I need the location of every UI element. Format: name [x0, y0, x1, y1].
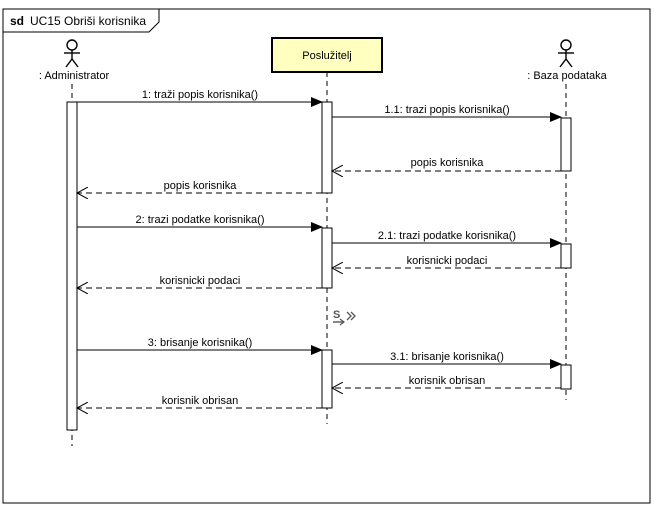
- message-label-4: popis korisnika: [164, 180, 238, 192]
- state-invariant-icon: S: [333, 309, 356, 326]
- message-label-6: 2.1: trazi podatke korisnika(): [378, 230, 516, 242]
- frame-title: UC15 Obriši korisnika: [30, 14, 146, 28]
- server-label: Poslužitelj: [302, 50, 352, 62]
- database-label: : Baza podataka: [527, 70, 607, 82]
- message-label-5: 2: trazi podatke korisnika(): [136, 214, 265, 226]
- database-activation-2: [560, 243, 572, 269]
- state-marker-label: S: [333, 309, 340, 321]
- message-label-8: korisnicki podaci: [160, 275, 241, 287]
- administrator-label: : Administrator: [39, 70, 110, 82]
- message-label-7: korisnicki podaci: [407, 255, 488, 267]
- sd-frame-tab: [3, 9, 160, 33]
- sd-frame: [2, 8, 651, 504]
- frame-keyword: sd: [10, 14, 24, 28]
- message-label-2: 1.1: trazi popis korisnika(): [384, 104, 509, 116]
- server-activation-3: [321, 349, 333, 409]
- database-activation-1: [560, 117, 572, 172]
- database-activation-3: [560, 364, 572, 390]
- message-label-1: 1: traži popis korisnika(): [142, 89, 258, 101]
- message-label-10: 3.1: brisanje korisnika(): [390, 351, 504, 363]
- administrator-actor-icon: [64, 39, 80, 68]
- message-label-3: popis korisnika: [411, 157, 485, 169]
- message-label-9: 3: brisanje korisnika(): [148, 337, 253, 349]
- database-actor-icon: [558, 39, 574, 68]
- server-activation-2: [321, 227, 333, 289]
- server-activation-1: [321, 101, 333, 194]
- administrator-activation: [66, 101, 78, 431]
- message-label-11: korisnik obrisan: [409, 375, 485, 387]
- message-label-12: korisnik obrisan: [162, 395, 238, 407]
